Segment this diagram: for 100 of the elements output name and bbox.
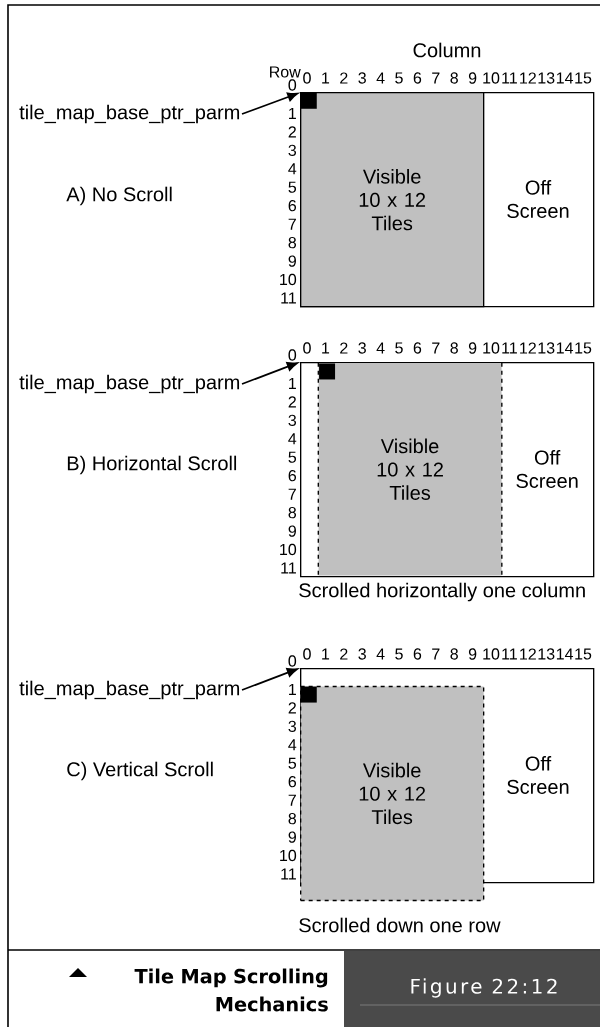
pointer-arrow (241, 668, 298, 691)
row-number: 8 (288, 236, 297, 249)
off-screen-region: Off Screen (507, 756, 569, 794)
row-number: 6 (288, 470, 297, 482)
row-number: 4 (288, 739, 297, 751)
off-screen-region: Off Screen (516, 450, 578, 488)
column-number: 15 (575, 648, 592, 660)
column-number: 1 (322, 72, 330, 84)
row-number: 5 (288, 181, 297, 193)
row-number: 6 (288, 200, 297, 212)
column-number: 8 (450, 72, 458, 84)
row-number: 10 (280, 273, 297, 286)
column-number: 0 (303, 342, 311, 354)
row-number: 9 (288, 255, 296, 267)
row-number: 10 (280, 543, 297, 556)
column-number: 13 (538, 72, 555, 84)
row-number: 5 (288, 757, 297, 769)
column-number: 11 (502, 342, 517, 354)
column-number: 14 (556, 342, 574, 354)
column-number: 7 (432, 648, 440, 660)
column-number: 12 (520, 648, 536, 660)
row-number: 4 (288, 433, 297, 445)
column-number: 7 (432, 72, 440, 84)
row-number: 1 (289, 683, 296, 695)
column-number: 11 (502, 648, 517, 660)
column-number: 4 (376, 648, 385, 660)
column-number: 10 (483, 72, 500, 84)
visible-region: Visible 10 x 12 Tiles (317, 362, 503, 577)
panel-label: C) Vertical Scroll (67, 761, 213, 781)
column-number: 15 (575, 72, 592, 84)
row-number: 11 (281, 562, 296, 574)
row-number: 2 (288, 126, 296, 138)
off-screen-region: Off Screen (507, 180, 569, 218)
column-number: 13 (538, 342, 555, 354)
pointer-label: tile_map_base_ptr_parm (19, 680, 240, 700)
row-number: 8 (288, 812, 297, 825)
column-number: 1 (322, 648, 330, 660)
column-number: 3 (358, 648, 366, 660)
scroll-caption: Scrolled horizontally one column (299, 582, 585, 602)
row-heading: Row (270, 66, 301, 78)
panel-label: B) Horizontal Scroll (67, 455, 237, 475)
column-number: 4 (376, 342, 385, 354)
row-number: 9 (288, 525, 296, 537)
row-number: 9 (288, 831, 296, 843)
column-number: 3 (358, 342, 366, 354)
column-number: 8 (450, 648, 458, 660)
tile-square (319, 363, 336, 380)
column-number: 15 (575, 342, 592, 354)
row-number: 7 (288, 794, 296, 806)
column-number: 10 (483, 648, 500, 660)
figure-title: Tile Map Scrolling Mechanics (134, 968, 328, 1012)
column-number: 10 (483, 342, 500, 354)
column-number: 2 (340, 72, 348, 84)
row-number: 6 (288, 776, 297, 788)
column-number: 14 (556, 72, 574, 84)
visible-region: Visible 10 x 12 Tiles (300, 92, 485, 308)
row-number: 0 (288, 349, 297, 361)
column-number: 6 (413, 72, 422, 84)
column-number: 5 (395, 72, 403, 84)
column-number: 5 (395, 648, 403, 660)
panel-label: A) No Scroll (66, 186, 172, 206)
pointer-arrow (241, 362, 298, 385)
column-number: 5 (395, 342, 403, 354)
column-number: 6 (413, 648, 422, 660)
column-number: 9 (468, 648, 477, 660)
column-heading: Column (413, 42, 481, 58)
row-number: 1 (289, 377, 296, 389)
row-number: 1 (289, 107, 296, 119)
column-number: 7 (432, 342, 440, 354)
row-number: 0 (288, 79, 297, 91)
column-number: 9 (468, 342, 477, 354)
row-number: 3 (288, 144, 297, 156)
caption-panel: Figure 22:12 (344, 951, 600, 1027)
row-number: 4 (288, 163, 297, 175)
column-number: 12 (520, 342, 536, 354)
column-number: 11 (502, 72, 517, 84)
row-number: 10 (280, 849, 297, 862)
row-number: 7 (288, 218, 296, 230)
column-number: 0 (303, 648, 311, 660)
column-number: 14 (556, 648, 574, 660)
row-number: 11 (281, 868, 296, 880)
row-number: 8 (288, 506, 297, 519)
row-number: 3 (288, 720, 297, 732)
column-number: 12 (520, 72, 536, 84)
pointer-label: tile_map_base_ptr_parm (19, 374, 240, 394)
row-number: 3 (288, 414, 297, 426)
pointer-arrow (241, 92, 299, 115)
visible-region: Visible 10 x 12 Tiles (300, 685, 485, 902)
row-number: 2 (288, 396, 296, 408)
row-number: 0 (288, 655, 297, 667)
column-number: 2 (340, 648, 348, 660)
row-number: 7 (288, 488, 296, 500)
column-number: 3 (358, 72, 366, 84)
column-number: 13 (538, 648, 555, 660)
column-number: 4 (376, 72, 385, 84)
scroll-caption: Scrolled down one row (299, 917, 501, 933)
column-number: 2 (340, 342, 348, 354)
row-number: 2 (288, 702, 296, 714)
column-number: 9 (468, 72, 477, 84)
column-number: 6 (413, 342, 422, 354)
